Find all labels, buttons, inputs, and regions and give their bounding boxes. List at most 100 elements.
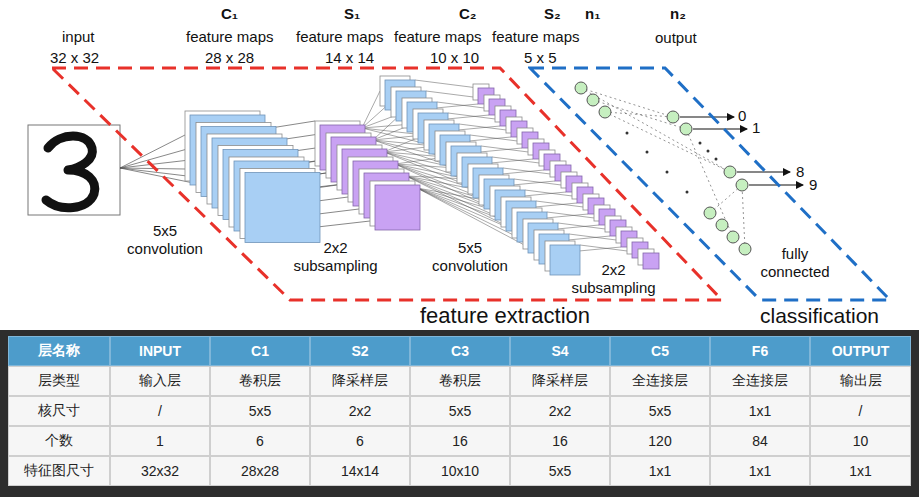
table-header-cell: S4 bbox=[510, 336, 610, 366]
pool-link bbox=[415, 80, 478, 88]
layer-label: feature maps bbox=[492, 28, 580, 46]
input-image-frame bbox=[28, 125, 120, 215]
output-arrow bbox=[680, 116, 734, 117]
table-header-cell: C1 bbox=[210, 336, 310, 366]
table-cell: 84 bbox=[710, 426, 810, 456]
connection-lines bbox=[120, 80, 643, 256]
table-cell: 输入层 bbox=[110, 366, 210, 396]
output-arrow bbox=[693, 128, 747, 129]
ellipsis-dot bbox=[686, 191, 689, 194]
table-cell: 2x2 bbox=[510, 396, 610, 426]
dense-link bbox=[593, 100, 686, 129]
size-label: 5 x 5 bbox=[524, 49, 557, 67]
table-cell: 特征图尺寸 bbox=[8, 456, 110, 486]
table-cell: 1x1 bbox=[710, 396, 810, 426]
layer-label: feature maps bbox=[394, 28, 482, 46]
dashed-parallelogram bbox=[52, 68, 722, 300]
layer-label: feature maps bbox=[186, 28, 274, 46]
table-cell: 6 bbox=[310, 426, 410, 456]
feature-maps bbox=[185, 76, 659, 275]
table-cell: 28x28 bbox=[210, 456, 310, 486]
table-cell: 10x10 bbox=[410, 456, 510, 486]
hidden-neuron bbox=[575, 82, 587, 94]
table-cell: 降采样层 bbox=[310, 366, 410, 396]
dashed-parallelogram bbox=[530, 68, 890, 300]
dense-link bbox=[605, 112, 673, 117]
table-cell: / bbox=[810, 396, 911, 426]
c2-feature-map bbox=[550, 245, 580, 275]
size-label: 14 x 14 bbox=[325, 49, 374, 67]
table-header-cell: OUTPUT bbox=[810, 336, 911, 366]
layer-label: feature maps bbox=[296, 28, 384, 46]
layer-name: S₁ bbox=[344, 5, 360, 23]
operation-label: 2x2 subsampling bbox=[289, 239, 382, 275]
size-label: 32 x 32 bbox=[50, 49, 99, 67]
ellipsis-dot bbox=[666, 171, 669, 174]
table-cell: 层类型 bbox=[8, 366, 110, 396]
table-header-cell: 层名称 bbox=[8, 336, 110, 366]
table-cell: 16 bbox=[410, 426, 510, 456]
table-header-cell: INPUT bbox=[110, 336, 210, 366]
layer-name: n₂ bbox=[670, 5, 686, 23]
output-neuron bbox=[736, 179, 748, 191]
table-cell: 5x5 bbox=[510, 456, 610, 486]
region-title: classification bbox=[760, 304, 879, 327]
s1-feature-map bbox=[375, 185, 420, 230]
hidden-neuron bbox=[739, 243, 751, 255]
table-cell: 5x5 bbox=[210, 396, 310, 426]
layer-name: n₁ bbox=[585, 5, 600, 23]
dense-link bbox=[581, 88, 730, 172]
table-cell: 1 bbox=[110, 426, 210, 456]
hidden-neuron bbox=[599, 106, 611, 118]
table-header-cell: S2 bbox=[310, 336, 410, 366]
table-cell: 16 bbox=[510, 426, 610, 456]
layer-label: output bbox=[655, 29, 697, 47]
class-label: 8 bbox=[796, 163, 804, 181]
operation-label: 2x2 subsampling bbox=[567, 261, 660, 297]
table-cell: 2x2 bbox=[310, 396, 410, 426]
table-header-cell: C3 bbox=[410, 336, 510, 366]
table-cell: 5x5 bbox=[610, 396, 710, 426]
layer-label: input bbox=[62, 28, 95, 46]
output-neuron bbox=[667, 111, 679, 123]
class-label: 0 bbox=[738, 107, 746, 125]
table-cell: 输出层 bbox=[810, 366, 911, 396]
hidden-neuron bbox=[704, 207, 716, 219]
handwritten-digit bbox=[46, 136, 95, 208]
table-cell: 全连接层 bbox=[610, 366, 710, 396]
table-cell: 全连接层 bbox=[710, 366, 810, 396]
class-label: 1 bbox=[752, 119, 760, 137]
ellipsis-dot bbox=[646, 151, 649, 154]
table-cell: 5x5 bbox=[410, 396, 510, 426]
ellipsis-dot bbox=[626, 132, 629, 135]
table-cell: / bbox=[110, 396, 210, 426]
table-cell: 个数 bbox=[8, 426, 110, 456]
table-cell: 降采样层 bbox=[510, 366, 610, 396]
output-neuron bbox=[680, 123, 692, 135]
table-header-cell: F6 bbox=[710, 336, 810, 366]
hidden-neuron bbox=[727, 231, 739, 243]
dense-link bbox=[742, 185, 745, 249]
ellipsis-dot bbox=[707, 150, 710, 153]
input-link bbox=[120, 135, 185, 168]
operation-label: 5x5 convolution bbox=[123, 222, 207, 258]
table-cell: 1x1 bbox=[610, 456, 710, 486]
hidden-neuron bbox=[587, 94, 599, 106]
operation-label: fully connected bbox=[756, 245, 834, 281]
dense-link bbox=[581, 88, 673, 117]
ellipsis-dot bbox=[715, 158, 718, 161]
layer-name: C₂ bbox=[459, 5, 477, 23]
c1-feature-map bbox=[245, 173, 320, 243]
ellipsis-dot bbox=[699, 142, 702, 145]
hidden-neuron bbox=[716, 219, 728, 231]
table-cell: 核尺寸 bbox=[8, 396, 110, 426]
table-cell: 6 bbox=[210, 426, 310, 456]
table-cell: 卷积层 bbox=[210, 366, 310, 396]
table-cell: 120 bbox=[610, 426, 710, 456]
table-cell: 10 bbox=[810, 426, 911, 456]
size-label: 28 x 28 bbox=[205, 49, 254, 67]
region-title: feature extraction bbox=[420, 304, 590, 328]
output-neuron bbox=[724, 166, 736, 178]
layer-name: S₂ bbox=[544, 5, 561, 23]
